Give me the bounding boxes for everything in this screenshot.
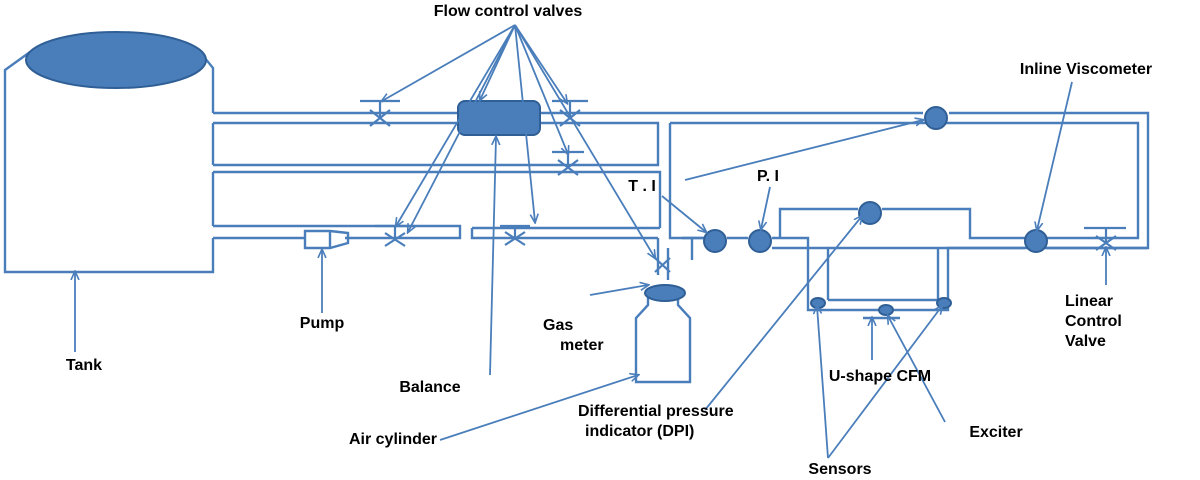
label-pump: Pump <box>300 315 345 332</box>
dpi-node <box>858 201 882 225</box>
sensor-right <box>936 297 952 309</box>
exciter-node <box>878 304 894 316</box>
label-gas-meter-2: meter <box>560 337 604 354</box>
label-sensors: Sensors <box>808 461 871 478</box>
valve-4 <box>375 224 415 247</box>
balance-symbol <box>457 100 541 136</box>
ti-node <box>703 229 727 253</box>
leader-arrows <box>75 24 1106 459</box>
label-flow-control-valves: Flow control valves <box>434 3 583 20</box>
label-dpi-2: indicator (DPI) <box>585 423 694 440</box>
label-balance: Balance <box>399 379 460 396</box>
label-pi: P. I <box>757 168 779 185</box>
label-gas-meter-1: Gas <box>543 317 573 334</box>
linear-control-valve-symbol <box>1084 226 1126 251</box>
label-linear-control-valve-2: Control <box>1065 313 1122 330</box>
label-linear-control-valve-3: Valve <box>1065 333 1106 350</box>
label-exciter: Exciter <box>969 424 1022 441</box>
sensor-left <box>810 297 826 309</box>
label-air-cylinder: Air cylinder <box>349 431 437 448</box>
tank-top <box>25 31 207 89</box>
gas-meter-top <box>644 284 686 302</box>
valve-1 <box>360 99 400 127</box>
valve-6 <box>654 257 671 273</box>
pi-node <box>748 229 772 253</box>
valve-5 <box>500 224 530 246</box>
label-ti: T . I <box>628 178 656 195</box>
valve-3 <box>552 150 584 176</box>
piping <box>211 111 1150 320</box>
viscometer-node-top <box>924 106 948 130</box>
components <box>303 100 1048 384</box>
inline-viscometer-node <box>1024 229 1048 253</box>
label-dpi-1: Differential pressure <box>578 403 734 420</box>
tank <box>3 31 215 274</box>
label-u-shape-cfm: U-shape CFM <box>829 368 931 385</box>
air-cylinder-symbol <box>634 284 692 384</box>
label-tank: Tank <box>66 357 102 374</box>
label-inline-viscometer: Inline Viscometer <box>1020 61 1152 78</box>
labels: Flow control valves Inline Viscometer T … <box>66 3 1152 478</box>
label-linear-control-valve-1: Linear <box>1065 293 1113 310</box>
pump-symbol <box>303 229 350 250</box>
